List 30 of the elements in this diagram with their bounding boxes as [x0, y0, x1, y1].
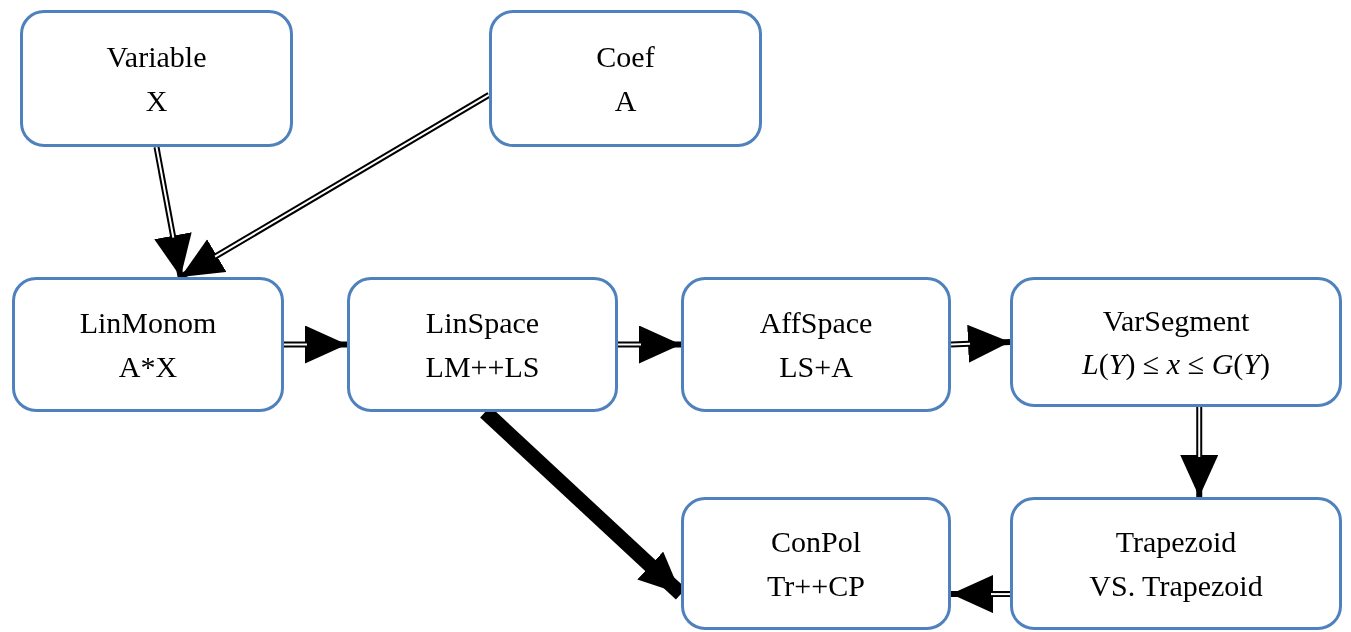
- node-formula: X: [145, 82, 168, 119]
- node-title: Trapezoid: [1115, 524, 1237, 560]
- arrow: [153, 146, 192, 278]
- arrow: [618, 325, 681, 364]
- node-title: LinSpace: [425, 305, 540, 341]
- process-box: [1010, 497, 1342, 630]
- node-formula: LS+A: [779, 348, 853, 385]
- node-formula: LM++LS: [425, 348, 540, 385]
- arrow: [1180, 407, 1219, 497]
- node-title: VarSegment: [1102, 302, 1250, 339]
- process-box: [1010, 277, 1342, 407]
- process-box: [489, 10, 762, 147]
- node-title: LinMonom: [79, 305, 217, 341]
- node-formula: A: [614, 82, 637, 119]
- node-title: ConPol: [771, 524, 861, 560]
- process-box: [681, 497, 951, 630]
- node-title: AffSpace: [759, 305, 873, 341]
- arrow: [950, 324, 1011, 363]
- node-title: Variable: [106, 39, 207, 75]
- process-box: [20, 10, 293, 147]
- node-formula: L(Y) ≤ x ≤ G(Y): [1082, 346, 1270, 382]
- node-formula: A*X: [118, 348, 178, 385]
- arrow: [284, 325, 347, 364]
- process-box: [12, 277, 284, 412]
- arrow: [951, 575, 1010, 614]
- node-title: Coef: [596, 39, 655, 75]
- process-box: [347, 277, 618, 412]
- node-formula: Tr++CP: [767, 567, 865, 604]
- process-box: [681, 277, 951, 412]
- node-formula: VS. Trapezoid: [1089, 567, 1263, 604]
